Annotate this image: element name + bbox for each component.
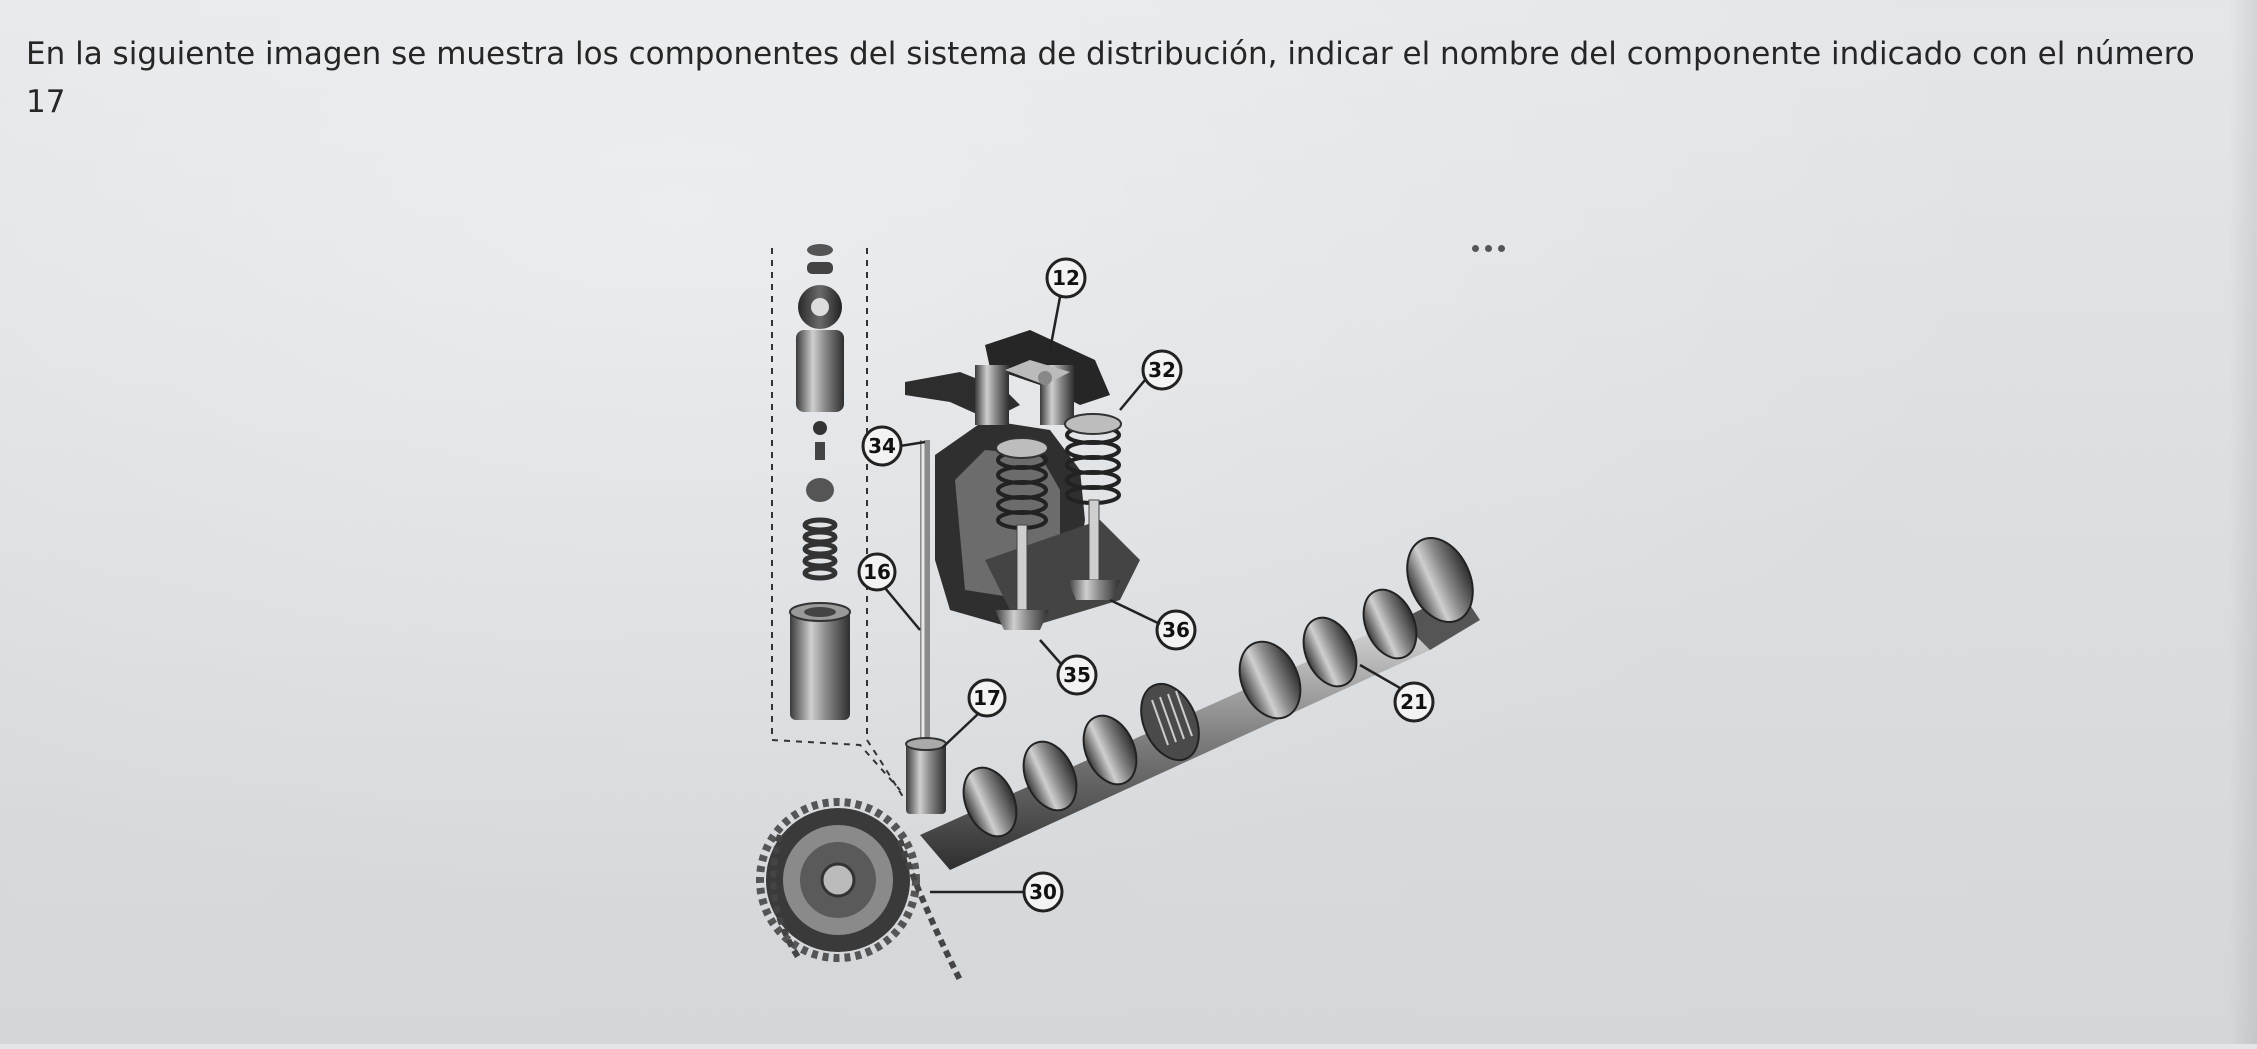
lifter-parts-exploded (789, 244, 851, 720)
callout-34: 34 (868, 434, 896, 458)
cam-sprocket (756, 798, 920, 962)
push-rod (920, 440, 930, 742)
callout-21: 21 (1400, 690, 1428, 714)
callout-12: 12 (1052, 266, 1080, 290)
callout-30: 30 (1029, 880, 1057, 904)
monitor-bezel-edge (2229, 0, 2257, 1044)
camshaft (920, 536, 1480, 870)
callout-labels: 12 32 34 16 36 35 17 21 30 (863, 266, 1428, 904)
callout-17: 17 (973, 686, 1001, 710)
valves (995, 499, 1120, 630)
question-text: En la siguiente imagen se muestra los co… (26, 36, 2195, 120)
callout-16: 16 (863, 560, 891, 584)
timing-chain (770, 834, 963, 982)
rocker-arm-assembly (905, 330, 1110, 425)
callout-36: 36 (1162, 618, 1190, 642)
hydraulic-lifter (905, 737, 947, 814)
callout-leaders (884, 296, 1401, 894)
callout-35: 35 (1063, 663, 1091, 687)
more-options-icon[interactable] (1458, 236, 1518, 262)
exploded-guide-lines (771, 248, 906, 801)
callout-32: 32 (1148, 358, 1176, 382)
camshaft-drive-gear (1140, 682, 1200, 762)
